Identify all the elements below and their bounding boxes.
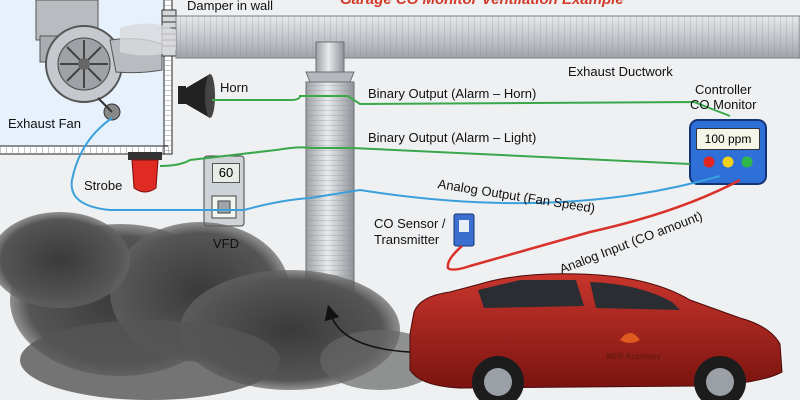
exhaust-smoke — [0, 212, 440, 400]
analog-input-wire — [446, 178, 741, 271]
vfd-label: VFD — [213, 236, 239, 251]
car-brand-logo: MEP Academy — [606, 352, 661, 361]
exhaust-ductwork-label: Exhaust Ductwork — [568, 64, 673, 79]
diagram-title: Garage CO Monitor Ventilation Example — [340, 0, 624, 8]
analog-output-wire — [70, 117, 721, 211]
co-sensor-label-line2: Transmitter — [374, 232, 440, 247]
binary-output-light-label: Binary Output (Alarm – Light) — [368, 130, 537, 145]
controller-label-line1: Controller — [695, 82, 752, 97]
strobe-icon — [128, 152, 162, 193]
binary-output-horn-label: Binary Output (Alarm – Horn) — [368, 86, 537, 101]
horn-icon — [178, 74, 215, 118]
controller-label: Controller CO Monitor — [690, 82, 756, 112]
exhaust-fan — [35, 0, 163, 121]
controller-label-line2: CO Monitor — [690, 97, 757, 112]
binary-output-light-wire — [159, 146, 691, 167]
exhaust-ductwork — [120, 15, 800, 59]
co-sensor-label-line1: CO Sensor / — [374, 216, 446, 231]
horn-label: Horn — [220, 80, 249, 95]
monitor-reading: 100 ppm — [696, 128, 760, 150]
airflow-arrow — [324, 304, 411, 353]
car — [409, 273, 783, 400]
damper-label: Damper in wall — [187, 0, 273, 13]
vfd-display: 60 — [212, 163, 240, 183]
exhaust-fan-label: Exhaust Fan — [8, 116, 81, 131]
co-sensor-label: CO Sensor / Transmitter — [374, 216, 446, 248]
strobe-label: Strobe — [84, 178, 123, 193]
binary-output-horn-wire — [212, 95, 731, 117]
exhaust-riser — [305, 41, 355, 293]
co-sensor — [453, 213, 475, 247]
